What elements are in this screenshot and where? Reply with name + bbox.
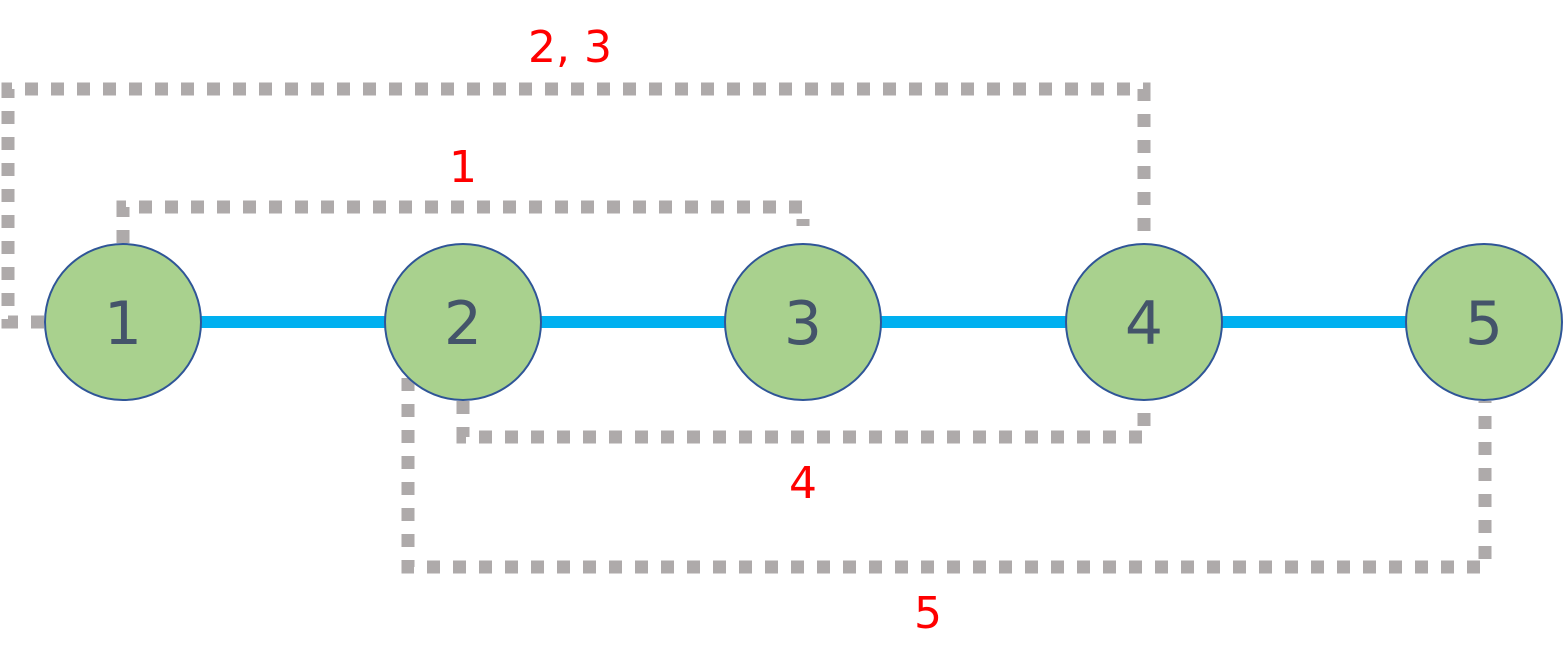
node-5: 5 (1405, 243, 1563, 401)
node-label: 3 (784, 289, 822, 359)
bracket-label-b1: 1 (449, 142, 477, 193)
node-3: 3 (724, 243, 882, 401)
node-label: 1 (104, 289, 142, 359)
bracket-b4 (456, 401, 1151, 444)
node-4: 4 (1065, 243, 1223, 401)
bracket-label-b23: 2, 3 (528, 22, 612, 73)
node-circle (384, 243, 542, 401)
node-circle (44, 243, 202, 401)
node-circle (1065, 243, 1223, 401)
node-label: 2 (444, 289, 482, 359)
node-label: 4 (1125, 289, 1163, 359)
node-1: 1 (44, 243, 202, 401)
node-circle (724, 243, 882, 401)
bracket-b1 (116, 200, 810, 243)
brackets-layer (1, 82, 1492, 574)
bracket-b5 (401, 378, 1492, 574)
nodes-layer: 1 2 3 4 5 (44, 243, 1563, 401)
bracket-b23 (1, 82, 1151, 329)
bracket-label-b4: 4 (789, 458, 817, 509)
node-circle (1405, 243, 1563, 401)
bracket-label-b5: 5 (914, 588, 942, 639)
node-label: 5 (1465, 289, 1503, 359)
node-2: 2 (384, 243, 542, 401)
annotations-layer: 1 2, 3 4 5 (449, 22, 942, 639)
